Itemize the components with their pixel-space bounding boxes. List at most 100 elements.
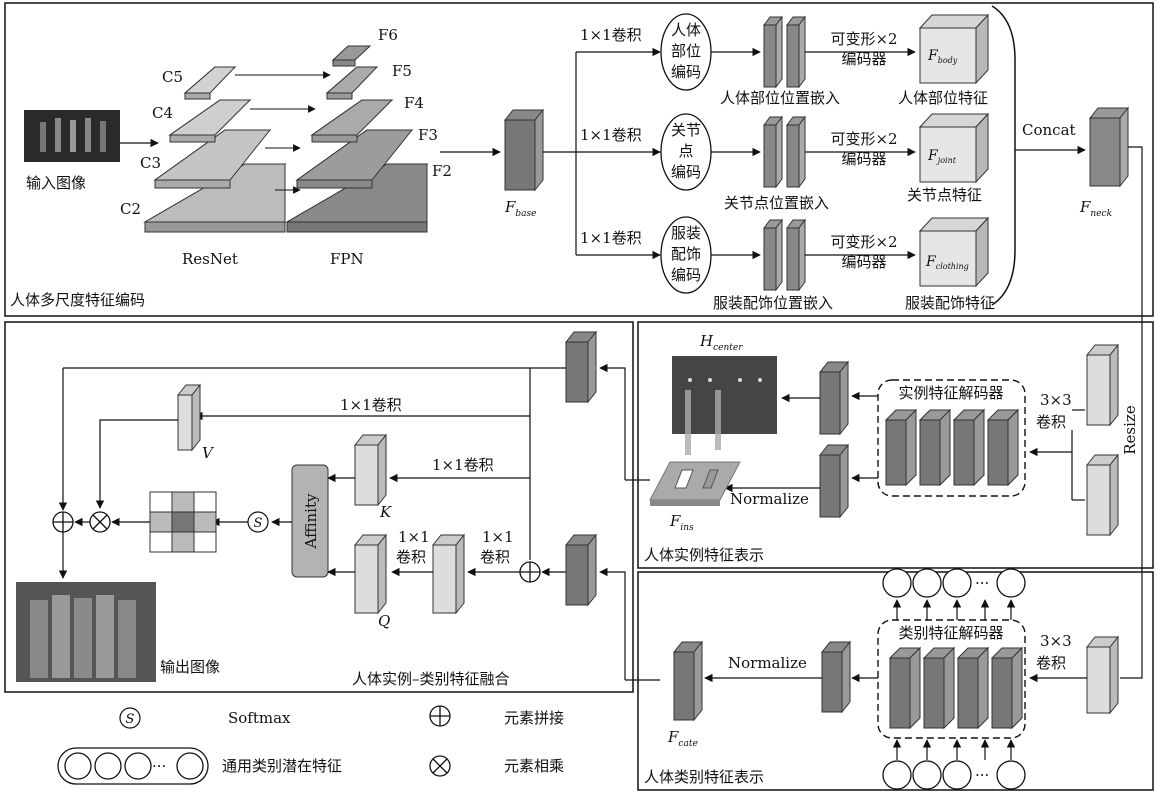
resize-label-inst: Resize [1121,405,1139,455]
resnet-pyramid [145,67,285,232]
legend-latent-label: 通用类别潜在特征 [222,757,342,775]
encode-cloth-l3: 编码 [671,266,701,284]
f6-label: F6 [378,26,398,44]
fusion-conv-k-label: 1×1卷积 [432,456,494,474]
softmax-s: S [254,516,263,531]
inst-feat-top [1087,345,1118,425]
f-ins-plane [650,462,740,506]
output-image [16,582,156,682]
conv1x1-body-label: 1×1卷积 [580,26,642,44]
embed-cloth-label: 服装配饰位置嵌入 [713,294,833,312]
feat-joint-label: 关节点特征 [907,186,982,204]
c2-label: C2 [120,200,141,218]
encode-joint-l2: 点 [678,142,693,160]
cat-input-block [1087,637,1118,713]
c4-label: C4 [152,104,173,122]
fusion-conv-q1-b: 卷积 [480,548,510,566]
f-base-block [505,110,543,190]
encode-cloth-l2: 配饰 [671,245,701,263]
f5-label: F5 [392,62,412,80]
output-image-label: 输出图像 [160,658,220,676]
f-cate-block [674,642,702,720]
inst-decoder-label: 实例特征解码器 [898,384,1003,402]
concat-brace [992,6,1015,305]
q-pre-block [433,535,464,613]
deform-joint-l2: 编码器 [841,150,886,168]
q-block [355,535,386,613]
cat-top-dots: ··· [975,574,989,592]
k-label: K [379,503,392,521]
f-cate-label: Fcate [667,728,698,749]
inst-normalize-label: Normalize [730,490,809,508]
input-image [24,110,120,162]
panel-category-title: 人体类别特征表示 [644,768,764,786]
inst-decoder-blocks [886,410,1018,485]
f-ins-label: Fins [669,512,694,533]
concat-op-left [53,512,73,532]
cat-decoder-blocks [890,648,1022,728]
cat-bottom-dots: ··· [975,766,989,784]
cat-conv3x3-b: 卷积 [1036,654,1066,672]
multiply-op [90,512,110,532]
concat-label: Concat [1022,121,1076,139]
legend: S Softmax 元素拼接 ··· 通用类别潜在特征 元素相乘 [58,706,564,784]
encode-body-l2: 部位 [671,42,701,60]
encode-body-l3: 编码 [671,63,701,81]
legend-concat-label: 元素拼接 [504,709,564,727]
deform-cloth-l2: 编码器 [841,253,886,271]
embed-body-label: 人体部位位置嵌入 [720,89,840,107]
legend-latent-dots: ··· [152,757,166,775]
feat-body-label: 人体部位特征 [898,89,988,107]
attention-grid [150,492,216,552]
deform-body-l2: 编码器 [841,50,886,68]
f3-label: F3 [418,126,438,144]
encode-joint-l3: 编码 [671,163,701,181]
c3-label: C3 [140,154,161,172]
legend-multiply-label: 元素相乘 [504,757,564,775]
cat-conv3x3-a: 3×3 [1040,632,1072,650]
cat-decoder-label: 类别特征解码器 [898,624,1003,642]
inst-out-bottom [820,445,848,517]
conv1x1-joint-label: 1×1卷积 [580,126,642,144]
q-label: Q [378,612,390,630]
cat-latent-bottom [883,761,1025,789]
affinity-label: Affinity [302,493,320,550]
cat-out-block [822,642,850,712]
v-label: V [202,444,215,462]
legend-latent-icon [58,748,208,784]
f-base-label: Fbase [504,198,537,219]
cat-latent-top [883,569,1025,597]
deform-body-l1: 可变形×2 [830,30,897,48]
legend-multiply-icon [430,756,450,776]
fusion-conv-v-label: 1×1卷积 [340,396,402,414]
feat-cloth-label: 服装配饰特征 [905,294,995,312]
input-image-label: 输入图像 [26,174,86,192]
panel-top-title: 人体多尺度特征编码 [10,291,145,309]
k-block [355,435,386,505]
deform-joint-l1: 可变形×2 [830,130,897,148]
resnet-label: ResNet [182,250,238,268]
conv1x1-cloth-label: 1×1卷积 [580,229,642,247]
f4-label: F4 [404,94,424,112]
f2-label: F2 [432,162,452,180]
panel-instance-title: 人体实例特征表示 [644,546,764,564]
fusion-top-feat [566,332,596,402]
inst-conv3x3-a: 3×3 [1040,391,1072,409]
c5-label: C5 [162,68,183,86]
inst-out-top [820,362,848,434]
v-block [178,385,200,450]
cat-normalize-label: Normalize [728,654,807,672]
legend-s: S [126,712,135,727]
fusion-bottom-feat [566,535,596,605]
encode-joint-l1: 关节 [671,121,701,139]
panel-fusion-title: 人体实例–类别特征融合 [352,670,510,688]
cube-cloth [920,218,988,286]
fusion-conv-q2-b: 卷积 [396,548,426,566]
h-center-label: Hcenter [699,332,743,353]
fusion-conv-q2-a: 1×1 [398,528,430,546]
f-neck-label: Fneck [1079,198,1112,219]
embed-joint-label: 关节点位置嵌入 [724,194,829,212]
concat-op-right [520,562,540,582]
